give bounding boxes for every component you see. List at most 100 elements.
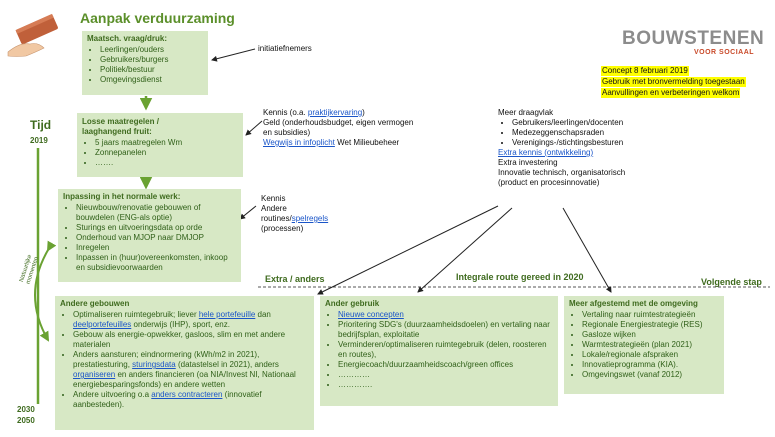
- draagvlak-list: Gebruikers/leerlingen/docenten Medezegge…: [498, 118, 698, 148]
- andere-gebouwen-heading: Andere gebouwen: [60, 299, 130, 308]
- note-text: routines/: [261, 214, 292, 223]
- andere-gebouwen-list: Optimaliseren ruimtegebruik; liever hele…: [60, 310, 309, 410]
- list-item: Anders aansturen; eindnormering (kWh/m2 …: [73, 350, 309, 390]
- list-item: Optimaliseren ruimtegebruik; liever hele…: [73, 310, 309, 330]
- timeline-start-year: 2019: [30, 136, 48, 145]
- note-arrow-initiatiefnemers: [211, 48, 256, 62]
- draagvlak-arrow-left: [317, 205, 499, 295]
- list-item-text: ………….: [338, 380, 373, 389]
- draagvlak-arrow-right: [562, 207, 612, 293]
- box-maatschappelijke-vraag: Maatsch. vraag/druk: Leerlingen/ouders G…: [82, 31, 208, 95]
- timeline-end-year-2030: 2030: [17, 405, 35, 414]
- list-item-text: Optimaliseren ruimtegebruik; liever: [73, 310, 199, 319]
- draagvlak-innovatie-2: (product en procesinnovatie): [498, 178, 600, 187]
- routines-note: Kennis Andere routines/spelregels (proce…: [261, 194, 328, 234]
- list-item-text: Andere uitvoering o.a: [73, 390, 152, 399]
- inline-link[interactable]: anders contracteren: [151, 390, 223, 399]
- draagvlak-investering: Extra investering: [498, 158, 558, 167]
- list-item: Omgevingswet (vanaf 2012): [582, 370, 719, 380]
- note-text: Geld (onderhoudsbudget, eigen vermogen: [263, 118, 414, 127]
- box-andere-gebouwen: Andere gebouwen Optimaliseren ruimtegebr…: [55, 296, 314, 430]
- draagvlak-heading: Meer draagvlak: [498, 108, 554, 117]
- route-integraal: Integrale route gereed in 2020: [456, 272, 584, 282]
- logo-bouwstenen: BOUWSTENEN: [622, 28, 765, 49]
- inline-link[interactable]: hele portefeuille: [198, 310, 256, 319]
- link-praktijkervaring[interactable]: praktijkervaring: [307, 108, 363, 117]
- box-ander-gebruik: Ander gebruik Nieuwe conceptenPrioriteri…: [320, 296, 558, 406]
- ander-gebruik-heading: Ander gebruik: [325, 299, 380, 308]
- list-item: …………: [338, 370, 553, 380]
- list-item: Zonnepanelen: [95, 148, 238, 158]
- timeline-end-year-2050: 2050: [17, 416, 35, 425]
- link-wegwijs-infoplicht[interactable]: Wegwijs in infoplicht: [263, 138, 335, 147]
- list-item-text: Verminderen/optimaliseren ruimtegebruik …: [338, 340, 547, 359]
- box1-list: Leerlingen/ouders Gebruikers/burgers Pol…: [87, 45, 203, 85]
- ander-gebruik-list: Nieuwe conceptenPrioritering SDG's (duur…: [325, 310, 553, 390]
- concept-line-2: Gebruik met bronvermelding toegestaan: [601, 77, 746, 87]
- list-item-text: Anders aansturen; eindnormering (kWh/m2 …: [73, 350, 260, 369]
- list-item: Regionale Energiestrategie (RES): [582, 320, 719, 330]
- concept-note: Concept 8 februari 2019 Gebruik met bron…: [601, 66, 746, 99]
- list-item: Gebruikers/burgers: [100, 55, 203, 65]
- note-text: ): [362, 108, 365, 117]
- list-item: Nieuwe concepten: [338, 310, 553, 320]
- box2-list: 5 jaars maatregelen Wm Zonnepanelen …….: [82, 138, 238, 168]
- inline-link[interactable]: Nieuwe concepten: [338, 310, 404, 319]
- list-item: Gebruikers/leerlingen/docenten: [512, 118, 698, 128]
- box-inpassing-normale-werk: Inpassing in het normale werk: Nieuwbouw…: [58, 189, 241, 282]
- inline-link[interactable]: deelportefeuilles: [73, 320, 132, 329]
- list-item-text: onderwijs (IHP), sport, enz.: [131, 320, 230, 329]
- list-item: Andere uitvoering o.a anders contractere…: [73, 390, 309, 410]
- timeline-label: Tijd: [30, 118, 52, 132]
- note-text: Kennis: [261, 194, 286, 203]
- box2-heading-line1: Losse maatregelen /: [82, 117, 159, 126]
- brick-hand-icon: [7, 13, 58, 57]
- list-item: Onderhoud van MJOP naar DMJOP: [76, 233, 236, 243]
- list-item: Verenigings-/stichtingsbesturen: [512, 138, 698, 148]
- note-arrow-routines: [239, 205, 257, 220]
- box1-heading: Maatsch. vraag/druk:: [87, 34, 168, 43]
- note-text: en subsidies): [263, 128, 311, 137]
- note-arrow-kennis: [245, 120, 263, 136]
- list-item: Lokale/regionale afspraken: [582, 350, 719, 360]
- list-item: Vertaling naar ruimtestrategieën: [582, 310, 719, 320]
- list-item-text: Energiecoach/duurzaamheidscoach/green of…: [338, 360, 514, 369]
- list-item: Inpassen in (huur)overeenkomsten, inkoop…: [76, 253, 236, 273]
- list-item-text: …………: [338, 370, 370, 379]
- note-text: Kennis (o.a.: [263, 108, 308, 117]
- list-item: Medezeggenschapsraden: [512, 128, 698, 138]
- list-item-text: dan: [255, 310, 271, 319]
- list-item-text: Prioritering SDG's (duurzaamheidsdoelen)…: [338, 320, 550, 339]
- initiatiefnemers-note: initiatiefnemers: [258, 44, 312, 53]
- box-losse-maatregelen: Losse maatregelen / laaghangend fruit: 5…: [77, 113, 243, 177]
- note-text: Wet Milieubeheer: [334, 138, 400, 147]
- concept-line-3: Aanvullingen en verbeteringen welkom: [601, 88, 741, 98]
- list-item: Inregelen: [76, 243, 236, 253]
- note-text: Andere: [261, 204, 287, 213]
- list-item: Warmtestrategieën (plan 2021): [582, 340, 719, 350]
- list-item: Nieuwbouw/renovatie gebouwen of bouwdele…: [76, 203, 236, 223]
- link-extra-kennis[interactable]: Extra kennis (ontwikkeling): [498, 148, 594, 157]
- link-spelregels[interactable]: spelregels: [291, 214, 329, 223]
- list-item: Politiek/bestuur: [100, 65, 203, 75]
- concept-line-1: Concept 8 februari 2019: [601, 66, 689, 76]
- list-item-text: (innovatief aanbesteden).: [73, 390, 262, 409]
- inline-link[interactable]: sturingsdata: [132, 360, 176, 369]
- list-item: Gebouw als energie-opwekker, gasloos, sl…: [73, 330, 309, 350]
- list-item: ………….: [338, 380, 553, 390]
- list-item: Sturings en uitvoeringsdata op orde: [76, 223, 236, 233]
- box3-list: Nieuwbouw/renovatie gebouwen of bouwdele…: [63, 203, 236, 273]
- list-item-text: Gebouw als energie-opwekker, gasloos, sl…: [73, 330, 286, 349]
- list-item: Verminderen/optimaliseren ruimtegebruik …: [338, 340, 553, 360]
- omgeving-heading: Meer afgestemd met de omgeving: [569, 299, 698, 308]
- list-item: Energiecoach/duurzaamheidscoach/green of…: [338, 360, 553, 370]
- natural-moments-arc: [34, 240, 57, 342]
- list-item: Prioritering SDG's (duurzaamheidsdoelen)…: [338, 320, 553, 340]
- list-item: Innovatieprogramma (KIA).: [582, 360, 719, 370]
- route-extra-anders: Extra / anders: [265, 274, 325, 284]
- list-item: Leerlingen/ouders: [100, 45, 203, 55]
- inline-link[interactable]: organiseren: [73, 370, 116, 379]
- list-item: …….: [95, 158, 238, 168]
- draagvlak-innovatie-1: Innovatie technisch, organisatorisch: [498, 168, 626, 177]
